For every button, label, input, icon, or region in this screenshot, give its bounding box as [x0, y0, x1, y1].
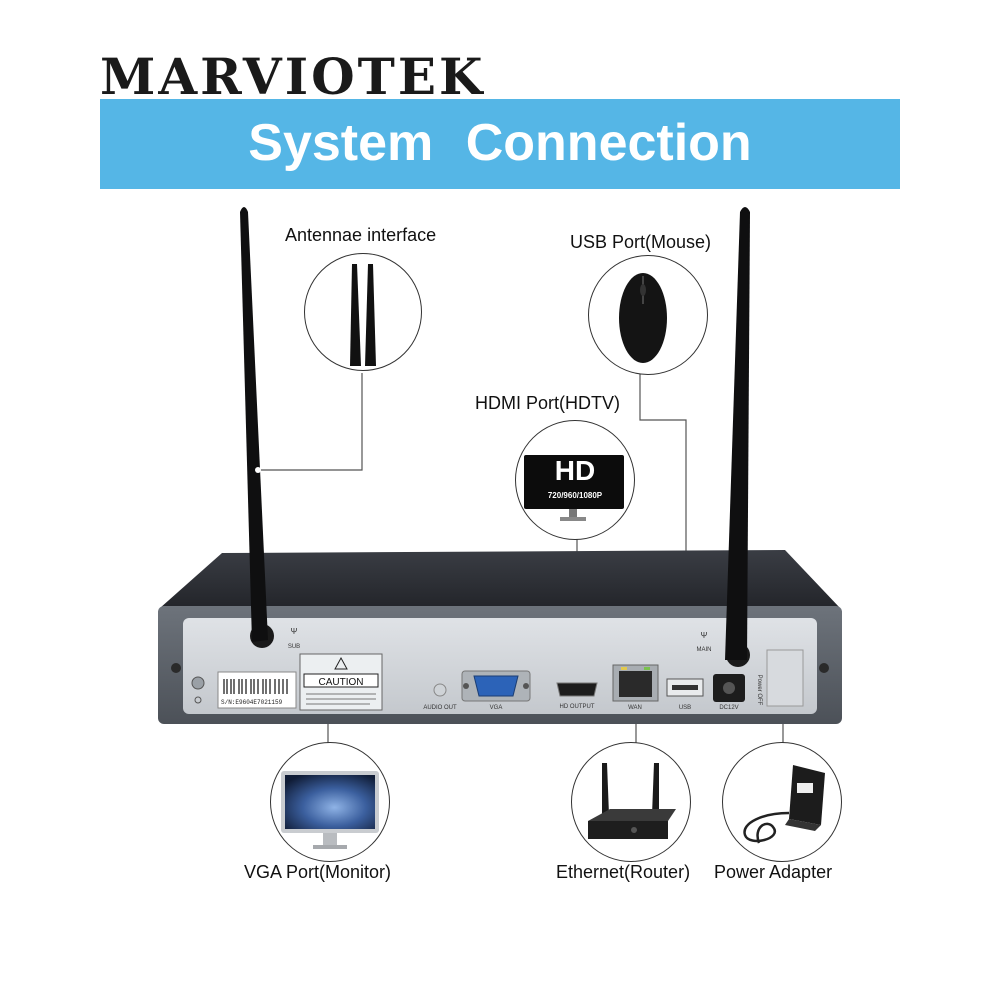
warning-icon — [334, 656, 348, 670]
caution-text: CAUTION — [319, 677, 364, 688]
antennae-interface-label: Antennae interface — [285, 225, 437, 245]
monitor-icon — [281, 771, 379, 849]
ethernet-router-label: Ethernet(Router) — [556, 862, 691, 882]
antennae-icon — [350, 264, 376, 366]
antenna-right — [725, 207, 750, 660]
sub-label: SUB — [288, 644, 300, 650]
hdmi-port — [556, 682, 598, 697]
usb-mouse-callout — [588, 255, 708, 375]
antenna-left — [240, 207, 268, 642]
antenna-symbol-main: Ψ — [701, 631, 708, 640]
vga-label: VGA — [490, 705, 503, 711]
hd-badge-title: HD — [554, 455, 596, 486]
antennae-callout — [304, 253, 422, 371]
serial-number: S/N:E9604E7021159 — [221, 699, 283, 706]
wan-label: WAN — [628, 705, 642, 711]
hdmi-port-hdtv-label: HDMI Port(HDTV) — [475, 393, 620, 413]
main-label: MAIN — [697, 647, 712, 653]
audio-out-label: AUDIO OUT — [423, 705, 457, 711]
vga-monitor-callout — [270, 742, 390, 862]
usb-label: USB — [679, 705, 691, 711]
audio-out-port — [433, 683, 447, 697]
power-adapter-callout — [722, 742, 842, 862]
router-icon — [588, 763, 676, 839]
power-switch-cover — [766, 649, 804, 707]
power-off-label: Power OFF — [756, 675, 762, 706]
power-adapter-icon — [743, 765, 825, 844]
power-adapter-label: Power Adapter — [714, 862, 833, 882]
hdtv-callout: HD 720/960/1080P — [515, 420, 635, 540]
brand-logo: MARVIOTEK — [100, 47, 486, 106]
banner-title: System Connection — [248, 114, 752, 172]
ethernet-router-callout — [571, 742, 691, 862]
screw-left — [171, 663, 181, 673]
vga-port-monitor-label: VGA Port(Monitor) — [244, 862, 392, 882]
hd-output-label: HD OUTPUT — [560, 704, 595, 710]
hdtv-icon — [524, 455, 624, 521]
title-banner: System Connection — [100, 99, 900, 189]
hd-badge-resolutions: 720/960/1080P — [547, 491, 603, 500]
dc12v-label: DC12V — [719, 705, 738, 711]
antenna-symbol-sub: Ψ — [291, 627, 298, 636]
ground-icon — [194, 696, 202, 704]
ground-terminal — [191, 676, 205, 690]
mouse-icon — [619, 273, 667, 363]
barcode — [223, 679, 288, 694]
usb-port-mouse-label: USB Port(Mouse) — [570, 232, 712, 252]
screw-right — [819, 663, 829, 673]
nvr-top — [160, 550, 840, 608]
